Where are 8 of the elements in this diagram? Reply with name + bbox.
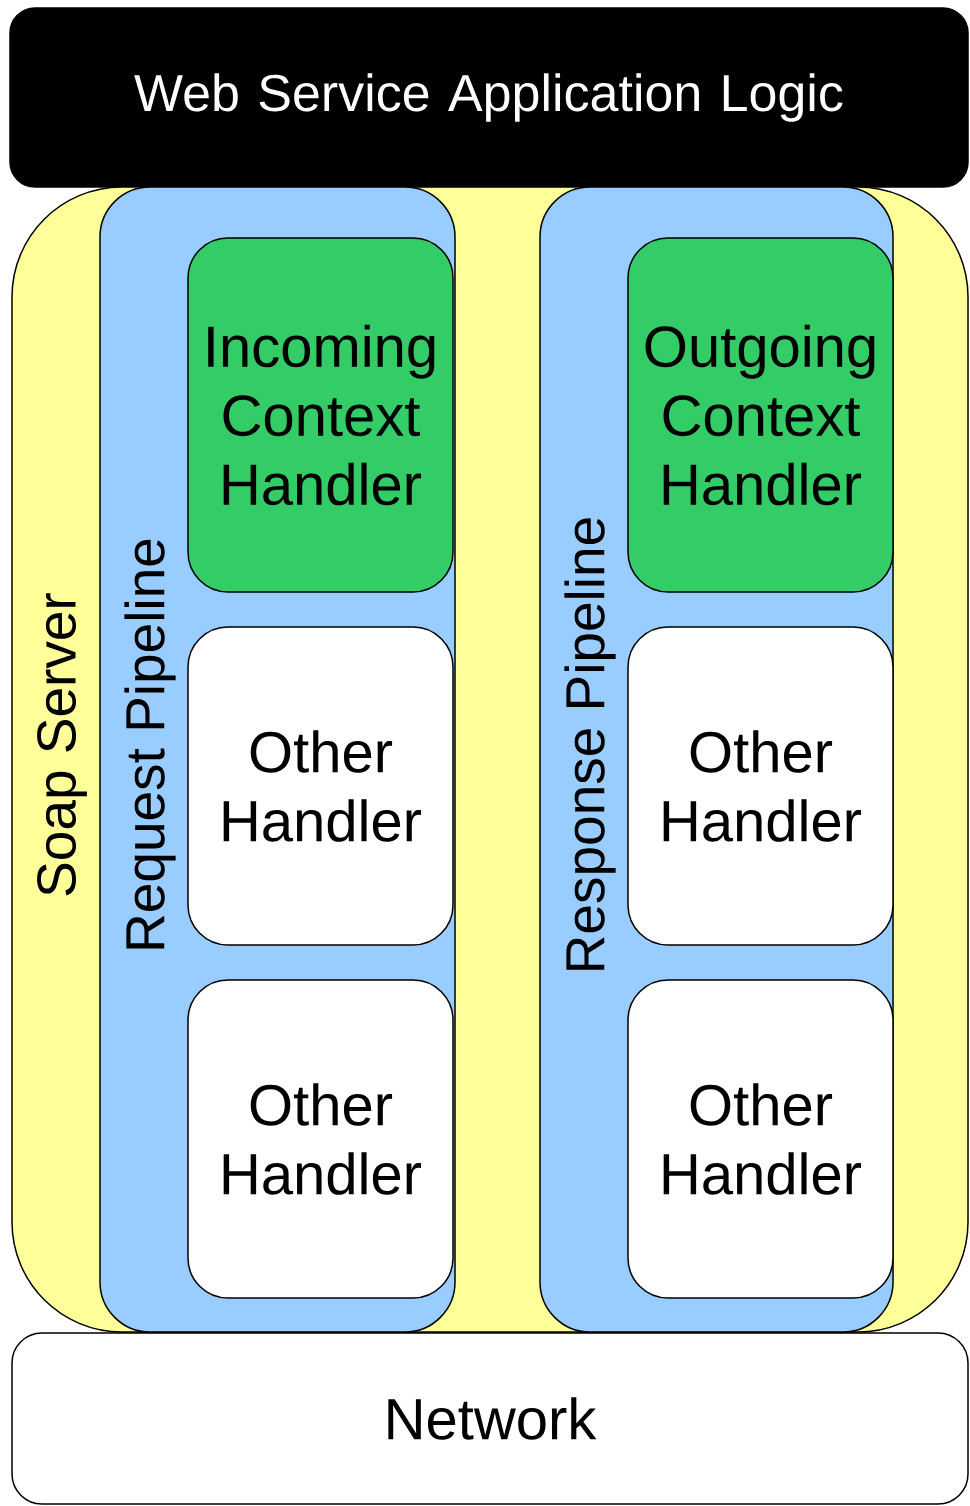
handler-box: Other Handler: [187, 626, 454, 946]
network-bar: Network: [11, 1332, 969, 1505]
handler-box: Other Handler: [627, 979, 894, 1299]
handler-box: Other Handler: [187, 979, 454, 1299]
handler-box: Outgoing Context Handler: [627, 237, 894, 593]
handler-box: Incoming Context Handler: [187, 237, 454, 593]
header-bar: Web Service Application Logic: [9, 7, 969, 188]
handler-box: Other Handler: [627, 626, 894, 946]
